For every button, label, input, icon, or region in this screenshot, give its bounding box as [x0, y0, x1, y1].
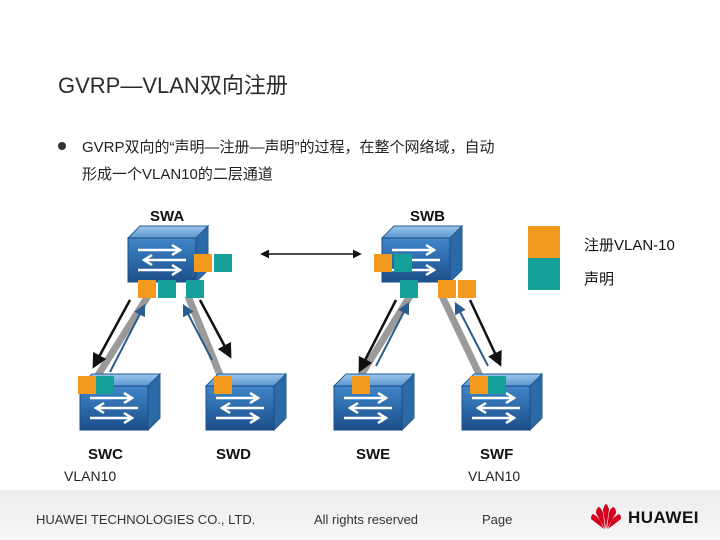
- footer: HUAWEI TECHNOLOGIES CO., LTD. All rights…: [0, 490, 720, 540]
- footer-rights: All rights reserved: [314, 512, 419, 527]
- vlan-label-swc: VLAN10: [64, 468, 117, 484]
- arrow-swb-to-swf: [468, 299, 502, 367]
- footer-company: HUAWEI TECHNOLOGIES CO., LTD.: [36, 512, 256, 527]
- bullet-line-1: GVRP双向的“声明—注册—声明”的过程，在整个网络域，自动: [82, 139, 495, 156]
- arrow-swe-to-swb: [375, 301, 410, 367]
- label-swd: SWD: [216, 446, 251, 463]
- bullet-icon: [58, 142, 66, 150]
- arrow-swb-to-swe: [358, 299, 398, 373]
- network-diagram: [78, 224, 544, 432]
- huawei-logo-text: HUAWEI: [628, 508, 699, 527]
- arrow-swa-to-swc: [92, 299, 132, 369]
- legend-register-swatch: [528, 226, 560, 258]
- arrow-swc-to-swa: [109, 303, 146, 373]
- bullet-line-2: 形成一个VLAN10的二层通道: [82, 166, 273, 183]
- legend-declare-swatch: [528, 258, 560, 290]
- label-swe: SWE: [356, 446, 391, 463]
- legend-register-label: 注册VLAN-10: [584, 237, 675, 254]
- huawei-logo-icon: [591, 504, 621, 529]
- label-swc: SWC: [88, 446, 123, 463]
- footer-page: Page: [482, 512, 513, 527]
- label-swa: SWA: [150, 208, 185, 225]
- label-swf: SWF: [480, 446, 514, 463]
- bullet-text: GVRP双向的“声明—注册—声明”的过程，在整个网络域，自动 形成一个VLAN1…: [82, 134, 602, 188]
- arrow-swd-to-swa: [182, 303, 213, 361]
- switch-swe-icon: [332, 372, 416, 432]
- vlan-label-swf: VLAN10: [468, 468, 521, 484]
- gray-links: [92, 294, 486, 382]
- label-swb: SWB: [410, 208, 445, 225]
- port-markers: [78, 254, 506, 394]
- arrow-swa-to-swd: [198, 299, 232, 359]
- page-title: GVRP—VLAN双向注册: [58, 73, 288, 98]
- arrow-swf-to-swb: [454, 301, 489, 367]
- legend-declare-label: 声明: [584, 271, 615, 288]
